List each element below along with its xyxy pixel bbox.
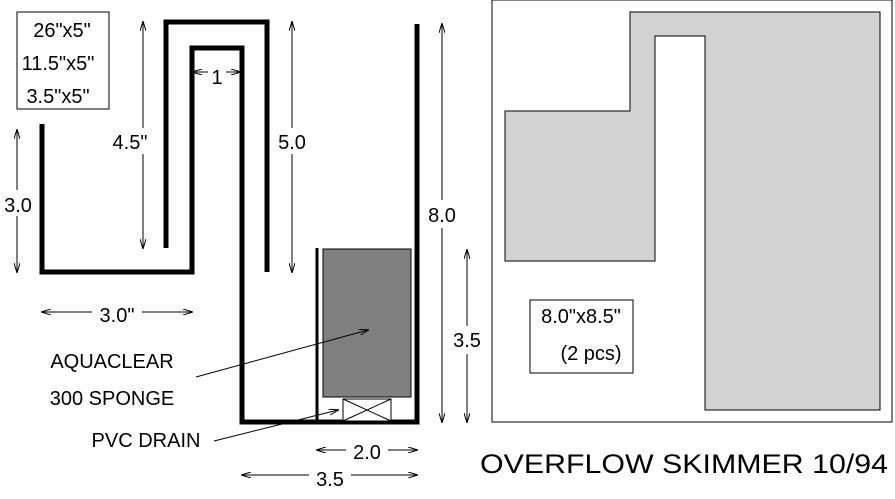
sponge-label-line1: AQUACLEAR bbox=[50, 351, 173, 373]
panel-size-1: 26"x5" bbox=[33, 20, 91, 42]
sponge-label-line2: 300 SPONGE bbox=[50, 388, 175, 410]
dim-1: 1 bbox=[211, 67, 222, 89]
outer-intake-wall bbox=[39, 24, 420, 425]
panel-size-3: 3.5"x5" bbox=[26, 86, 89, 108]
sponge-leader-arrow bbox=[195, 330, 368, 378]
side-panel-label-box bbox=[529, 299, 634, 374]
drain-leader-arrow bbox=[213, 410, 338, 442]
siphon-hood-wall bbox=[163, 19, 270, 272]
dim-8-0: 8.0 bbox=[428, 205, 456, 227]
panel-size-2: 11.5"x5" bbox=[22, 53, 95, 75]
aquaclear-sponge bbox=[322, 248, 412, 398]
dim-4-5: 4.5" bbox=[113, 132, 148, 154]
dim-2-0: 2.0 bbox=[353, 442, 381, 464]
dim-5-0: 5.0 bbox=[278, 132, 306, 154]
dim-3-5-horiz: 3.5 bbox=[316, 469, 344, 491]
dim-3-5-vert: 3.5 bbox=[453, 330, 481, 352]
drain-label: PVC DRAIN bbox=[92, 430, 201, 452]
side-panel-size: 8.0"x8.5" bbox=[541, 306, 621, 328]
pvc-drain-cross-2 bbox=[342, 398, 392, 422]
side-panel-cutout-shape bbox=[504, 11, 881, 411]
dim-3-0-vert: 3.0 bbox=[4, 195, 32, 217]
side-panel-count: (2 pcs) bbox=[560, 343, 621, 365]
diagram-title: OVERFLOW SKIMMER 10/94 bbox=[480, 449, 888, 479]
dim-3-0-horiz: 3.0" bbox=[100, 305, 135, 327]
panel-sizes-box bbox=[16, 11, 110, 110]
